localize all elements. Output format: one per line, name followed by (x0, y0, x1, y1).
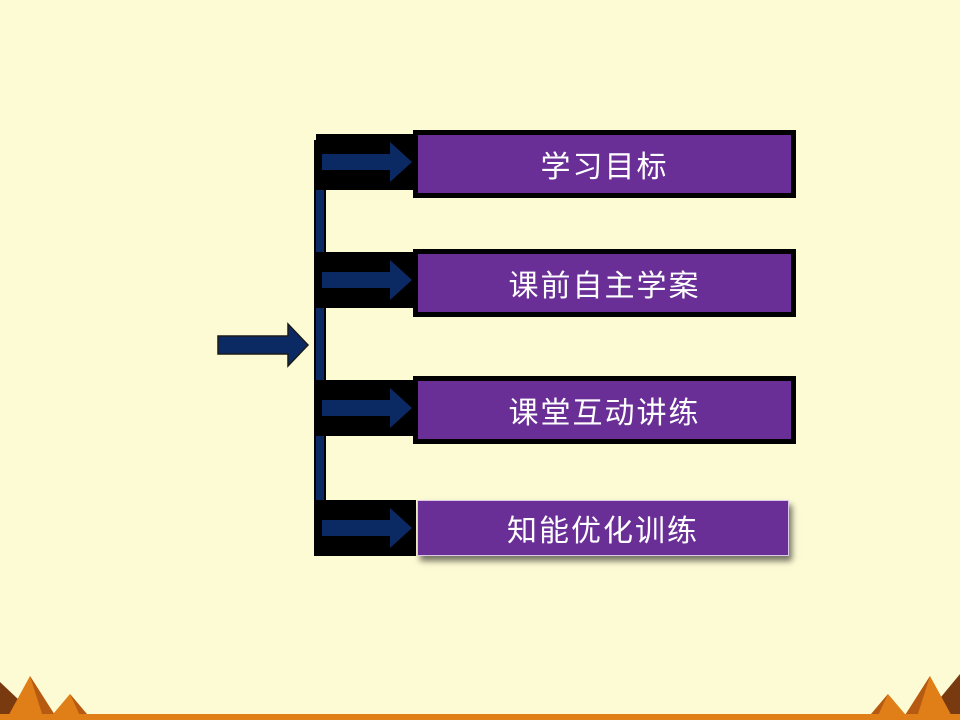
entry-arrow-icon (217, 322, 310, 368)
menu-item-label: 课前自主学案 (508, 269, 701, 304)
corner-decoration-left (0, 676, 92, 720)
branch-arrow-3 (316, 380, 416, 436)
arrow-right-icon (322, 508, 412, 548)
menu-item-preclass-study[interactable]: 课前自主学案 (413, 249, 796, 317)
menu-item-label: 学习目标 (540, 150, 669, 185)
menu-item-label: 知能优化训练 (507, 514, 699, 549)
menu-item-practice-training[interactable]: 知能优化训练 (417, 500, 789, 556)
bracket-bar (316, 148, 324, 544)
menu-item-classroom-interaction[interactable]: 课堂互动讲练 (413, 376, 796, 444)
branch-arrow-1 (316, 134, 416, 190)
branch-arrow-4 (316, 500, 416, 556)
arrow-right-icon (322, 142, 412, 182)
branch-arrow-2 (316, 252, 416, 308)
arrow-right-icon (322, 388, 412, 428)
menu-item-label: 课堂互动讲练 (508, 396, 701, 431)
arrow-right-icon (322, 260, 412, 300)
menu-item-learning-objectives[interactable]: 学习目标 (413, 130, 796, 198)
corner-decoration-right (866, 674, 960, 720)
bottom-baseline (0, 714, 960, 720)
